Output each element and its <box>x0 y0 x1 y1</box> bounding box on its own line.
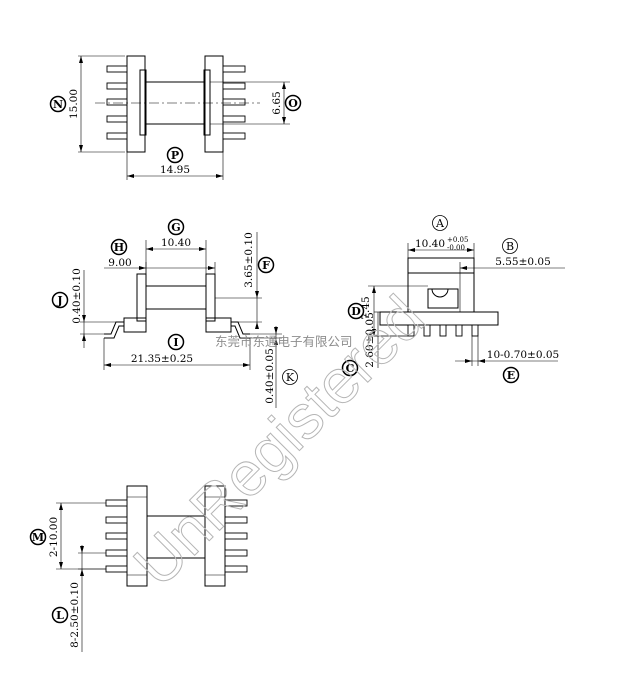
top-view: 15.00 N 6.65 O 14.95 P <box>49 55 302 180</box>
balloon-M <box>29 528 47 546</box>
front-view: 10.40 G 9.00 H 3.65±0.10 F 0.40±0.10 J <box>51 218 298 408</box>
dim-F-value: 3.65±0.10 <box>243 232 255 288</box>
side-pins <box>407 324 479 337</box>
balloon-E-label: E <box>507 369 515 382</box>
dim-A-tol-lower: -0.00 <box>447 244 465 252</box>
balloon-D-label: D <box>351 305 361 318</box>
balloon-E <box>502 366 520 384</box>
dim-P-value: 14.95 <box>160 164 190 176</box>
dim-C-value: 2.60±0.05 <box>364 312 376 368</box>
bottom-view: 2-10.00 M 8-2.50±0.10 L <box>29 485 248 652</box>
balloon-J-label: J <box>56 294 62 307</box>
company-watermark-text: 东莞市东通电子有限公司 <box>215 334 353 349</box>
front-right-lead <box>231 321 250 335</box>
dim-K-value: 0.40±0.05 <box>264 348 276 404</box>
balloon-P <box>166 146 184 164</box>
balloon-N-label: N <box>53 98 63 111</box>
balloon-M-label: M <box>32 531 44 544</box>
side-flange <box>407 272 475 313</box>
balloon-N <box>49 95 67 113</box>
dim-E-value: 10-0.70±0.05 <box>487 349 559 361</box>
side-window <box>427 288 459 309</box>
balloon-K <box>282 369 298 385</box>
balloon-I <box>167 333 185 351</box>
balloon-G <box>167 218 185 236</box>
top-right-pins <box>222 65 246 140</box>
balloon-A-label: A <box>435 217 445 230</box>
balloon-B-label: B <box>506 240 514 253</box>
dim-B-value: 5.55±0.05 <box>495 256 551 268</box>
bottom-right-pins <box>224 499 248 573</box>
balloon-H-label: H <box>114 241 124 254</box>
dim-M-value: 2-10.00 <box>48 517 60 557</box>
bottom-left-pins <box>105 499 128 573</box>
dim-O-value: 6.65 <box>271 91 283 114</box>
balloon-J <box>51 291 69 309</box>
balloon-I-label: I <box>173 336 178 349</box>
balloon-O-label: O <box>288 97 298 110</box>
balloon-F-label: F <box>262 259 270 272</box>
balloon-C <box>341 359 359 377</box>
side-base <box>379 311 499 326</box>
front-right-base <box>205 317 232 333</box>
balloon-H <box>110 238 128 256</box>
balloon-F <box>257 256 275 274</box>
dim-L-value: 8-2.50±0.10 <box>69 582 81 648</box>
dim-G-value: 10.40 <box>161 237 191 249</box>
balloon-B <box>502 238 518 254</box>
front-left-lead <box>104 321 124 335</box>
balloon-K-label: K <box>286 371 295 384</box>
balloon-A <box>432 215 448 231</box>
balloon-O <box>284 94 302 112</box>
dim-A-value: 10.40 <box>415 238 445 250</box>
balloon-G-label: G <box>171 221 180 234</box>
balloon-C-label: C <box>346 362 355 375</box>
balloon-P-label: P <box>171 149 179 162</box>
balloon-L <box>51 606 69 624</box>
balloon-D <box>347 302 365 320</box>
dim-H-value: 9.00 <box>108 257 131 269</box>
front-left-base <box>123 317 147 333</box>
dim-A-tol-upper: +0.05 <box>447 236 468 244</box>
dim-I-value: 21.35±0.25 <box>131 353 193 365</box>
side-view: 10.40 +0.05 -0.00 A 5.55±0.05 B 7.45 D 2… <box>341 215 565 384</box>
top-left-pins <box>106 65 128 140</box>
dim-N-value: 15.00 <box>68 89 80 119</box>
dim-J-value: 0.40±0.10 <box>71 268 83 324</box>
balloon-L-label: L <box>56 609 64 622</box>
unregistered-watermark: UnRegistered <box>121 283 438 600</box>
